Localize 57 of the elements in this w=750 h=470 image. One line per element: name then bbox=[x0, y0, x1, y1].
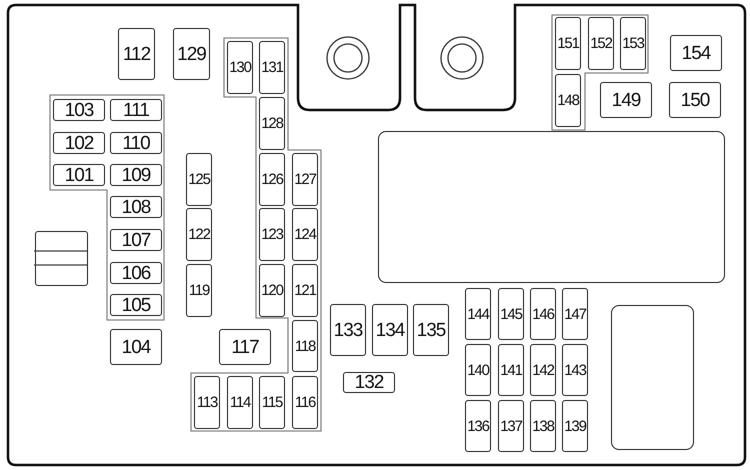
fuse: 144 bbox=[465, 288, 491, 340]
fuse: 152 bbox=[588, 17, 614, 70]
fuse: 141 bbox=[498, 344, 524, 396]
fuse: 137 bbox=[498, 400, 524, 452]
fuse: 121 bbox=[292, 264, 318, 317]
fuse: 125 bbox=[186, 153, 212, 206]
fuse: 112 bbox=[118, 28, 155, 80]
fuse: 138 bbox=[530, 400, 556, 452]
fuse: 118 bbox=[292, 320, 318, 372]
fuse: 129 bbox=[173, 28, 210, 80]
fuse: 139 bbox=[562, 400, 588, 452]
fuse: 151 bbox=[555, 17, 581, 70]
fuse: 136 bbox=[465, 400, 491, 452]
fuse: 153 bbox=[620, 17, 646, 70]
fuse: 110 bbox=[110, 132, 162, 154]
fuse: 113 bbox=[194, 376, 220, 429]
fuse: 127 bbox=[292, 153, 318, 206]
fuse: 150 bbox=[669, 82, 721, 118]
fuse: 149 bbox=[600, 82, 652, 118]
fuse: 102 bbox=[53, 132, 105, 154]
fuse: 128 bbox=[259, 97, 285, 150]
fuse: 147 bbox=[562, 288, 588, 340]
fuse: 108 bbox=[110, 196, 162, 218]
fuse: 117 bbox=[219, 329, 271, 365]
fuse: 115 bbox=[259, 376, 285, 429]
fuse: 133 bbox=[330, 304, 366, 356]
fuse: 122 bbox=[186, 208, 212, 261]
fuse: 105 bbox=[110, 294, 162, 316]
fuse: 109 bbox=[110, 164, 162, 186]
fuse: 154 bbox=[670, 35, 722, 71]
fuse: 131 bbox=[259, 41, 285, 94]
fuse: 124 bbox=[292, 208, 318, 261]
fuse: 134 bbox=[372, 304, 408, 356]
fuse: 107 bbox=[110, 229, 162, 251]
relay-outline bbox=[611, 305, 694, 450]
fuse: 103 bbox=[53, 99, 105, 121]
fuse: 145 bbox=[498, 288, 524, 340]
relay-outline bbox=[378, 131, 725, 283]
fuse: 111 bbox=[110, 99, 162, 121]
fuse: 106 bbox=[110, 262, 162, 284]
fuse: 119 bbox=[186, 264, 212, 317]
fuse: 126 bbox=[259, 153, 285, 206]
fuse: 143 bbox=[562, 344, 588, 396]
fuse: 120 bbox=[259, 264, 285, 317]
fuse: 146 bbox=[530, 288, 556, 340]
fuse: 123 bbox=[259, 208, 285, 261]
fuse: 104 bbox=[110, 329, 162, 365]
fuse: 148 bbox=[555, 74, 581, 127]
fuse: 135 bbox=[413, 304, 449, 356]
fuse: 140 bbox=[465, 344, 491, 396]
fuse: 130 bbox=[227, 41, 253, 94]
fuse: 114 bbox=[227, 376, 253, 429]
fuse: 132 bbox=[343, 372, 395, 393]
fuse: 101 bbox=[53, 164, 105, 186]
fuse: 116 bbox=[292, 376, 318, 429]
relay-block bbox=[35, 231, 88, 286]
fuse: 142 bbox=[530, 344, 556, 396]
